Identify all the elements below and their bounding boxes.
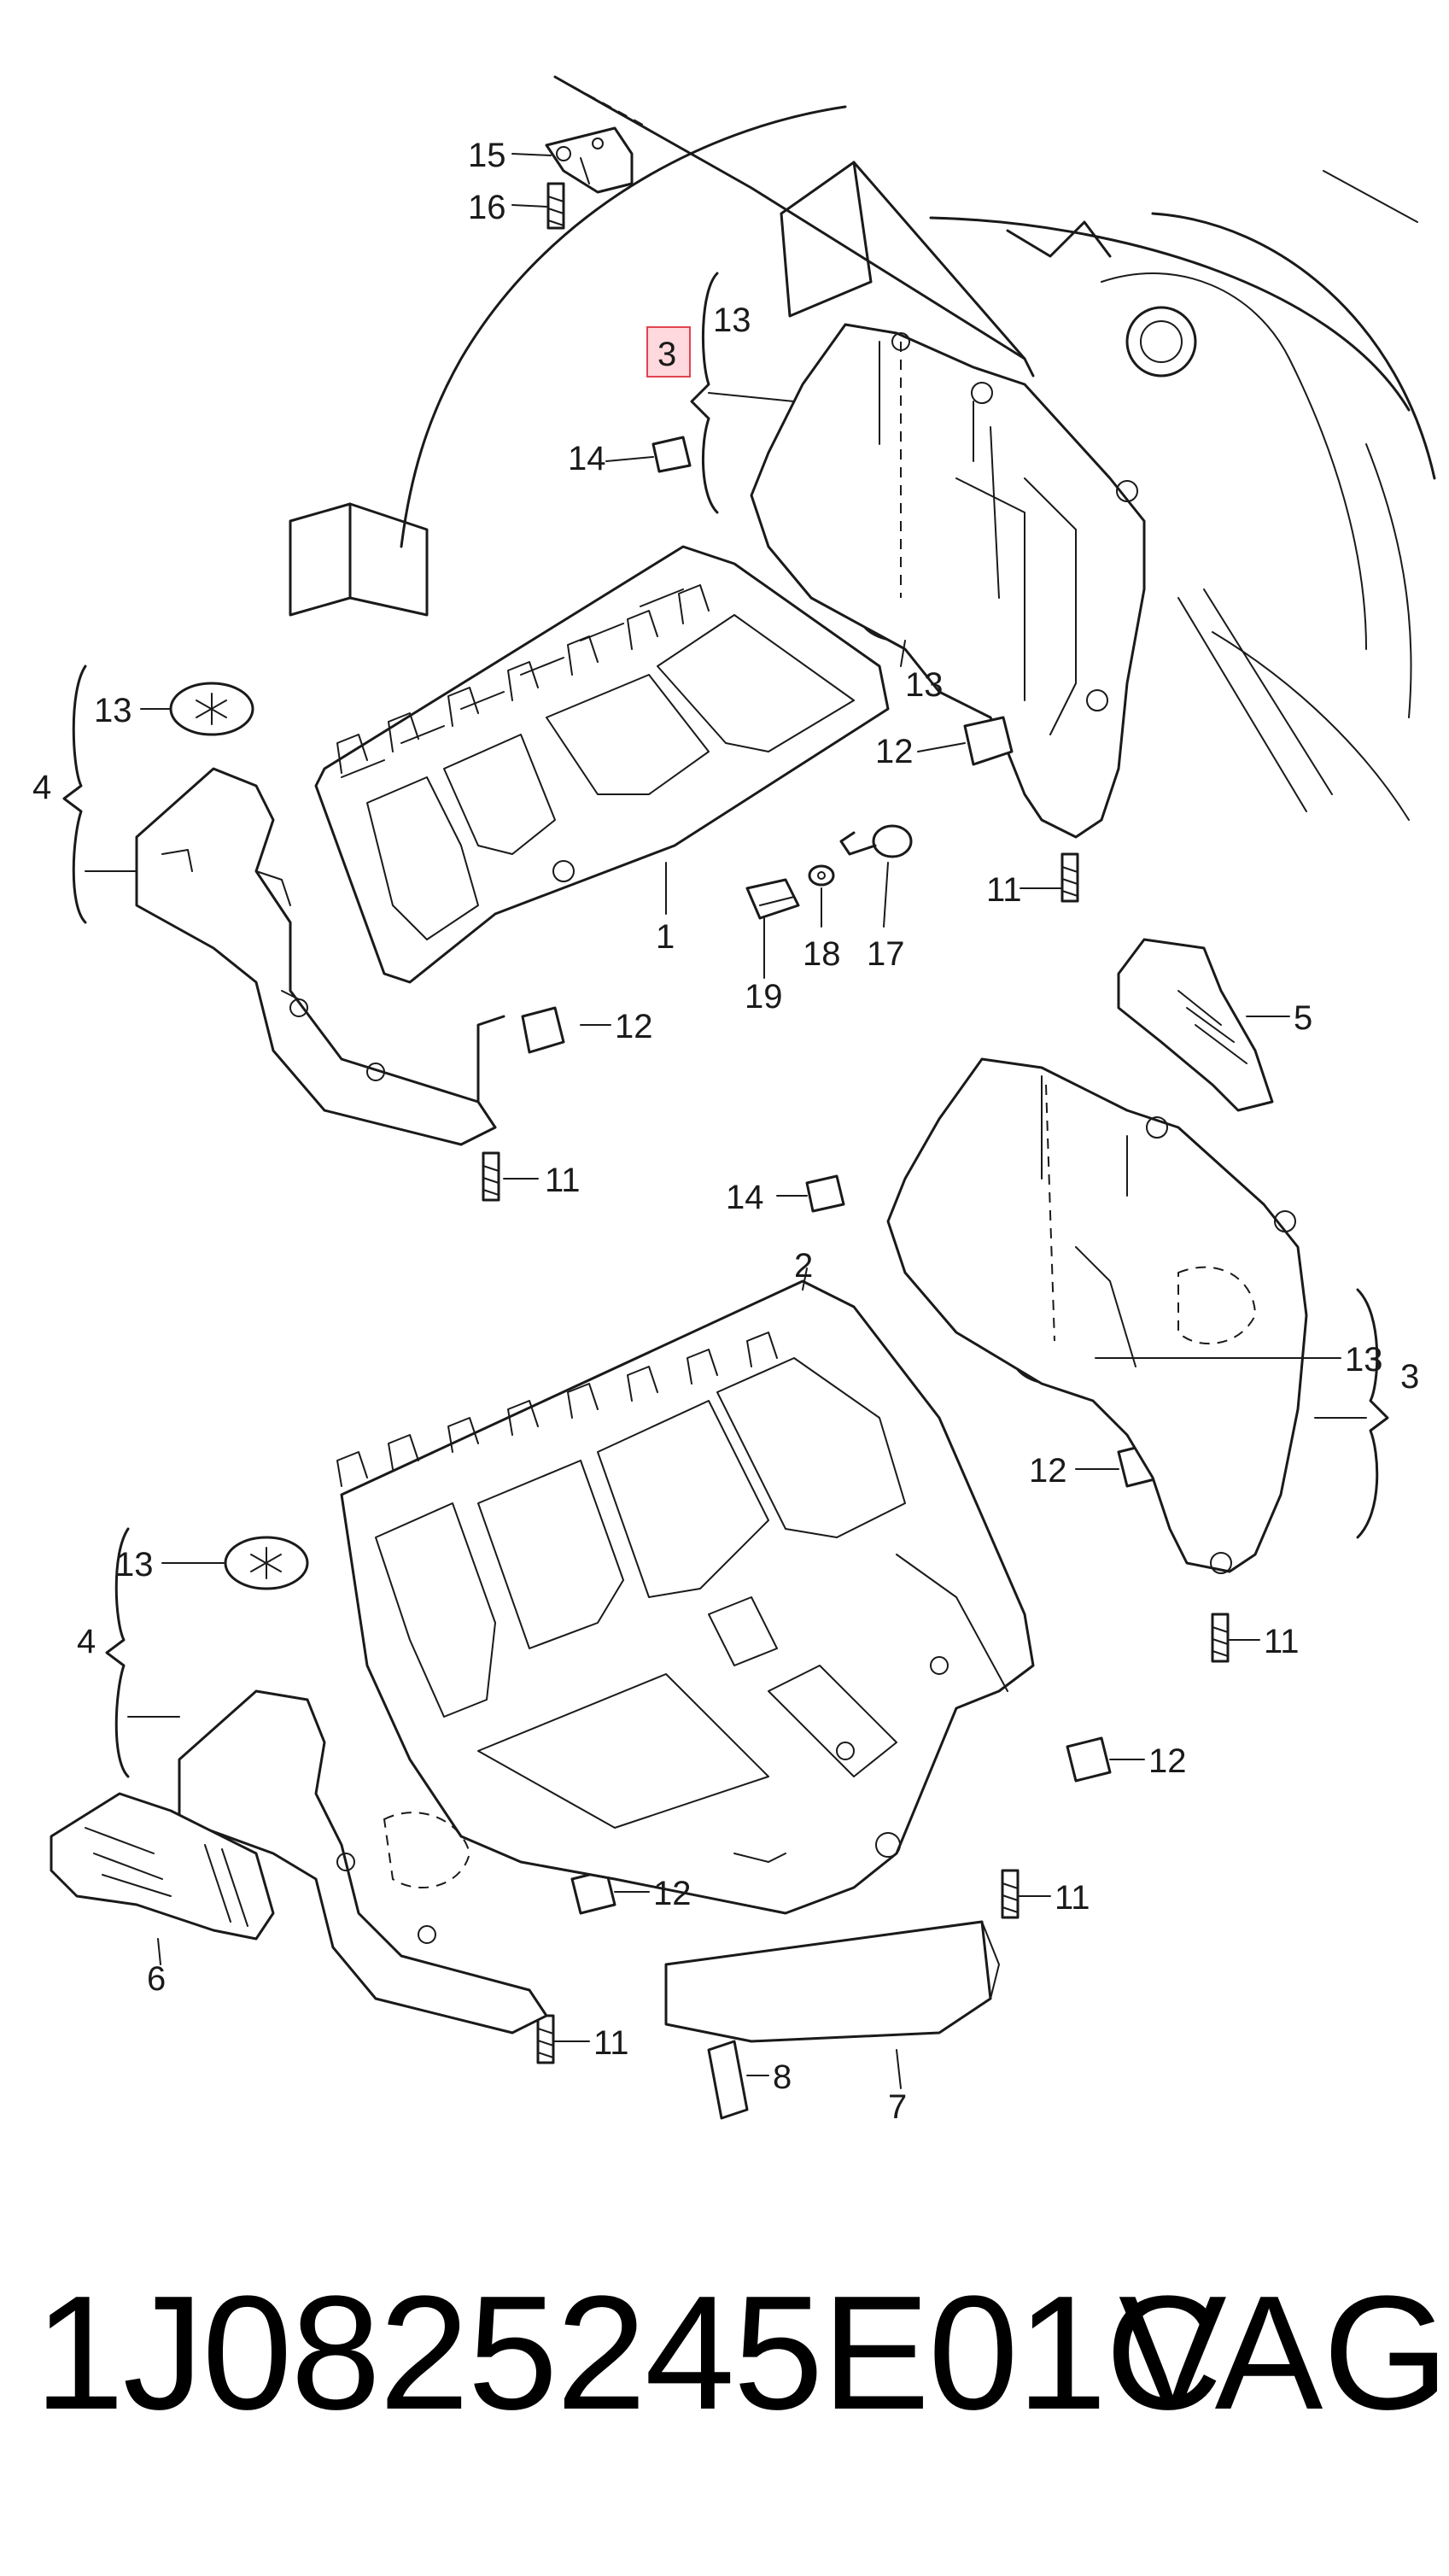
bracket-15	[545, 126, 634, 194]
brand-name: VAG	[1119, 2263, 1449, 2444]
callout-1: 1	[656, 918, 675, 956]
callout-8: 8	[773, 2058, 792, 2096]
callout-2: 2	[794, 1247, 813, 1285]
callout-13b: 13	[905, 666, 944, 704]
callout-17: 17	[867, 935, 905, 973]
screw-11a	[1060, 852, 1079, 903]
screw-16	[546, 182, 565, 230]
grommet-13d	[224, 1536, 309, 1590]
undertray-1	[314, 545, 890, 984]
screw-11e	[536, 2014, 555, 2064]
washer-18	[808, 864, 835, 887]
callout-14a: 14	[568, 440, 606, 477]
clip-12b	[521, 1006, 565, 1054]
air-duct-5	[1117, 938, 1274, 1112]
clip-12d	[1066, 1736, 1112, 1783]
side-trim-3-lower	[886, 1057, 1308, 1574]
clip-14a	[651, 436, 692, 473]
callout-4-top: 4	[32, 769, 51, 806]
callout-11c: 11	[1264, 1623, 1300, 1660]
callout-6: 6	[147, 1960, 166, 1998]
side-trim-4-upper	[135, 767, 505, 1146]
side-trim-4-lower	[178, 1689, 548, 2034]
duct-7	[664, 1920, 1000, 2043]
side-trim-3-upper	[750, 323, 1146, 839]
callout-19: 19	[745, 978, 783, 1016]
callout-5: 5	[1294, 999, 1312, 1037]
upper-duct-box	[780, 161, 1112, 378]
air-duct-6	[50, 1792, 275, 1941]
leader-lines	[62, 153, 1389, 2089]
callout-12b: 12	[615, 1008, 653, 1045]
screw-11b	[482, 1151, 500, 1202]
clip-19	[745, 878, 800, 920]
callout-13d: 13	[1345, 1341, 1383, 1379]
callout-11a: 11	[986, 871, 1022, 909]
body-outline	[400, 75, 1436, 821]
highlight-box-3	[646, 326, 691, 378]
callout-13a: 13	[713, 302, 751, 339]
grommet-13a	[169, 682, 254, 736]
callout-18: 18	[803, 935, 841, 973]
screw-11c	[1211, 1613, 1230, 1663]
part-number: 1J0825245E01C	[34, 2263, 1223, 2444]
exploded-parts-diagram: 15 16 13 3 14 13 13 4 12 11 1 17 18 19 1…	[32, 75, 1436, 2126]
callout-11e: 11	[593, 2024, 629, 2062]
clip-14b	[805, 1174, 845, 1213]
callout-3-top: 3	[657, 336, 676, 373]
callout-13e: 13	[115, 1546, 154, 1584]
fastener-17	[839, 824, 913, 858]
callout-12c: 12	[1029, 1452, 1067, 1490]
callout-13c: 13	[94, 692, 132, 729]
callout-12a: 12	[875, 733, 914, 770]
callout-12e: 12	[653, 1875, 692, 1912]
undertray-2	[336, 1279, 1035, 1915]
callout-14b: 14	[726, 1179, 764, 1216]
clip-8	[707, 2040, 749, 2120]
body-box-bracket	[289, 502, 429, 617]
screw-11d	[1001, 1869, 1020, 1919]
callout-15: 15	[468, 137, 506, 174]
callout-4-bottom: 4	[77, 1623, 96, 1660]
callout-16: 16	[468, 189, 506, 226]
callout-11d: 11	[1055, 1879, 1090, 1917]
callout-3-right: 3	[1400, 1358, 1419, 1396]
callout-11b: 11	[545, 1162, 581, 1199]
callout-12d: 12	[1148, 1742, 1187, 1780]
clip-12a	[963, 716, 1014, 766]
callout-7: 7	[888, 2088, 907, 2126]
